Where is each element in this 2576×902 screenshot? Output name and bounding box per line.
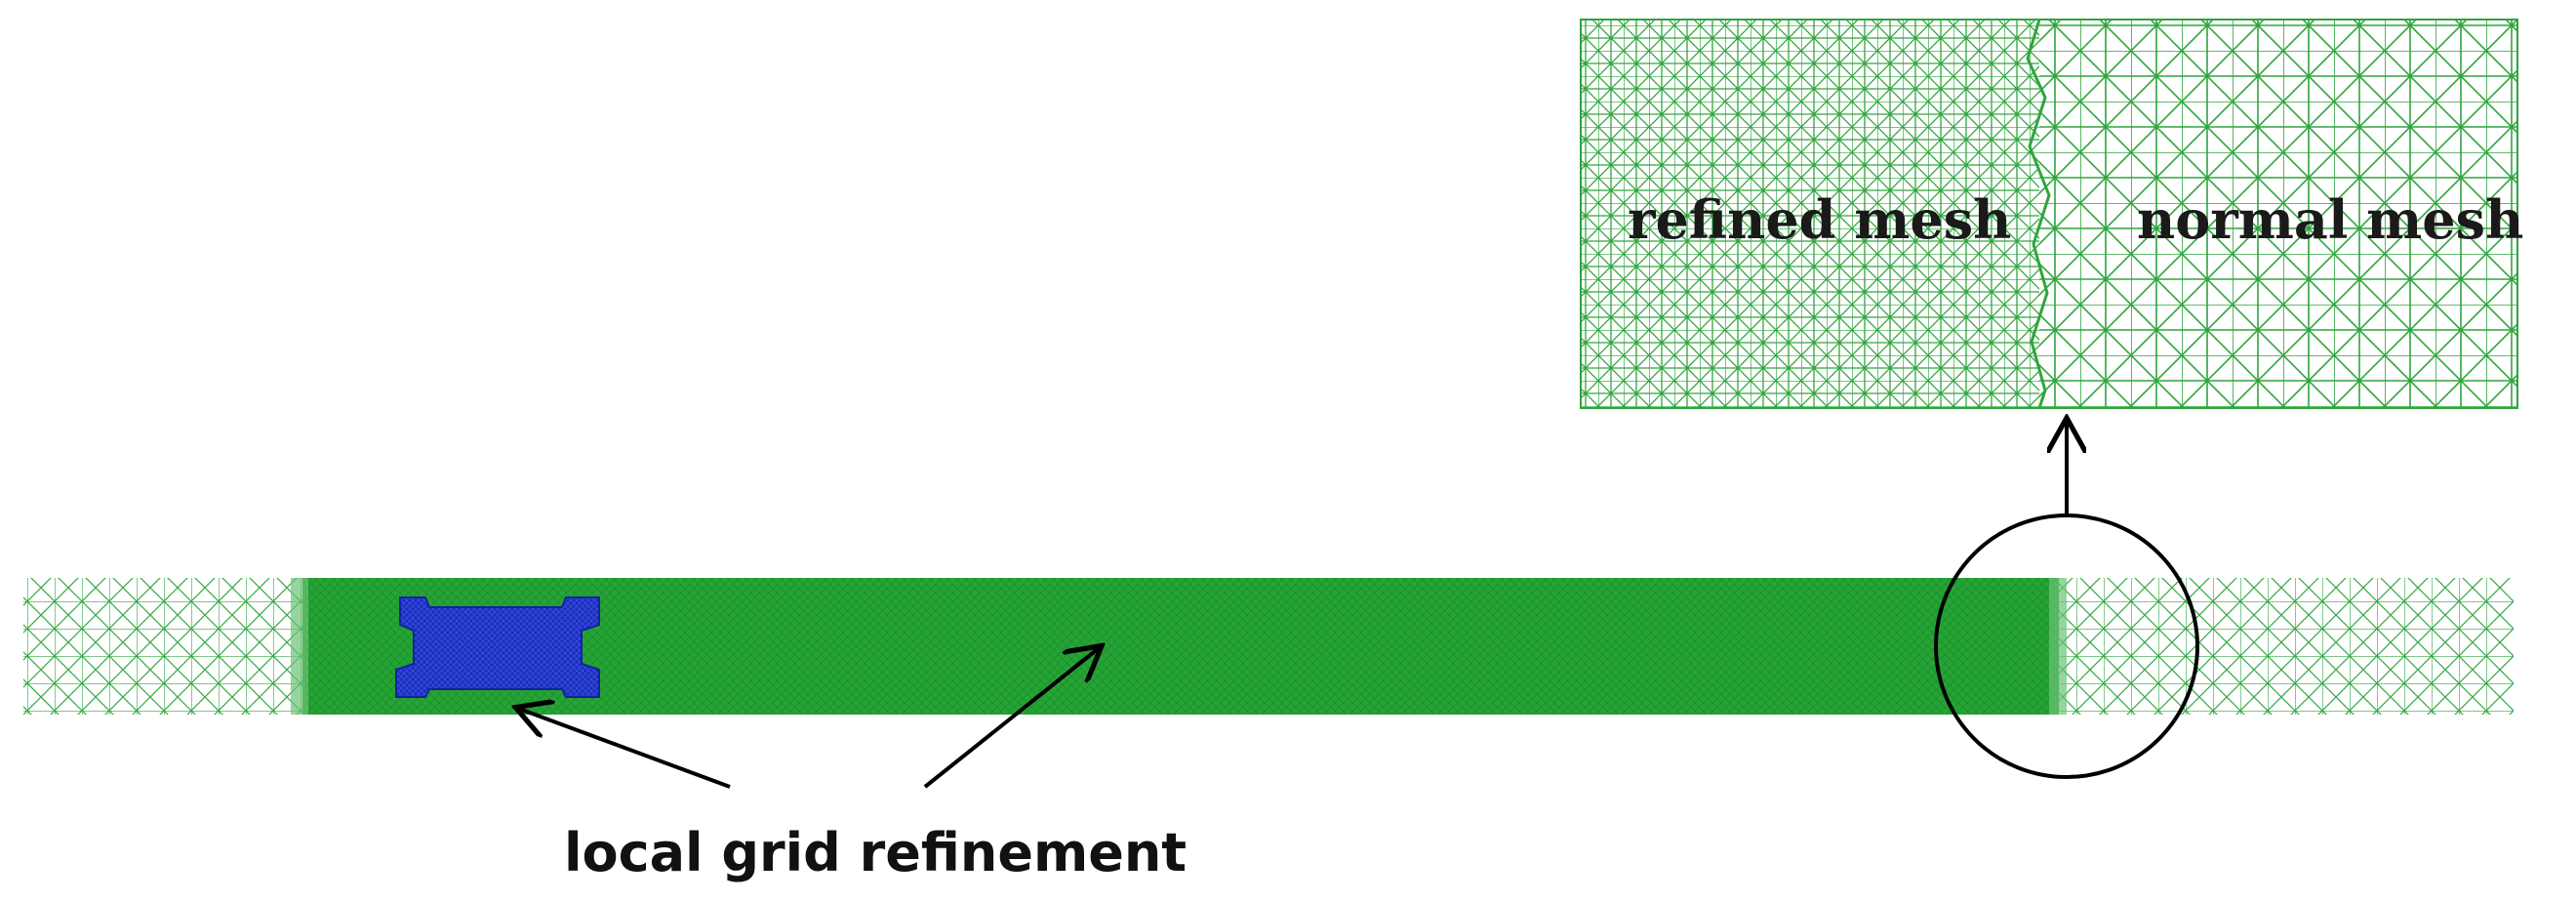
arrow-to-domain — [923, 648, 1099, 789]
inset-border — [1580, 19, 2518, 409]
inset-normal-mesh-region — [2039, 20, 2517, 408]
caption-local-grid-refinement: local grid refinement — [564, 822, 1187, 883]
normal-mesh-label: normal mesh — [2137, 188, 2523, 251]
domain-strip — [23, 578, 2514, 715]
zoom-inset: refined mesh normal mesh — [1580, 19, 2523, 409]
refined-body-object — [395, 596, 600, 698]
coarse-mesh-left-end — [23, 578, 302, 715]
coarse-mesh-right-end — [2059, 578, 2514, 715]
inset-transition-seam — [2026, 19, 2051, 409]
inset-refined-mesh-region — [1581, 20, 2039, 408]
arrow-to-body — [519, 709, 731, 789]
refined-mesh-label: refined mesh — [1628, 188, 2011, 251]
